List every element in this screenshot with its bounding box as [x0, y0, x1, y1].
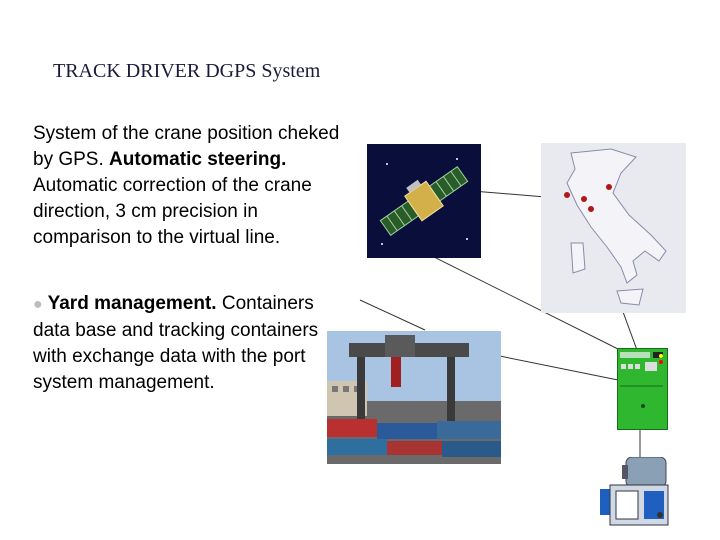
- italy-map-image: [541, 143, 686, 313]
- crane-photo: [327, 331, 501, 464]
- yard-management-heading: Yard management.: [42, 293, 217, 314]
- description-text: System of the crane position cheked by G…: [33, 121, 353, 251]
- yard-management-text: ● Yard management. Containers data base …: [33, 291, 333, 396]
- yard-management-body: Containers data base and tracking contai…: [33, 293, 319, 393]
- bullet-icon: ●: [33, 296, 43, 313]
- description-part2: Automatic correction of the crane direct…: [33, 175, 312, 248]
- description-part1: System of the crane position cheked by G…: [33, 123, 340, 170]
- motor-drive-image: [600, 457, 669, 526]
- satellite-image: [367, 144, 481, 258]
- slide-title: TRACK DRIVER DGPS System: [53, 60, 321, 82]
- controller-box: [617, 348, 668, 430]
- description-bold: Automatic steering.: [109, 149, 287, 170]
